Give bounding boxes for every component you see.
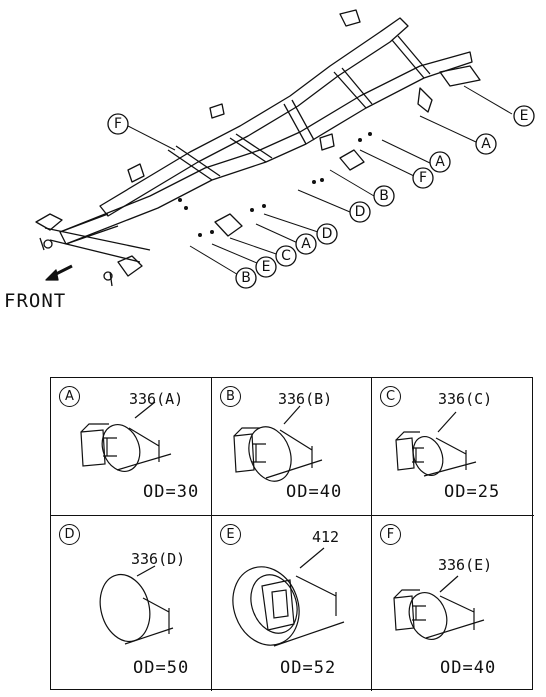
plug-od-value: OD=40: [286, 482, 343, 502]
plug-letter: C: [380, 386, 401, 407]
cross-member-mid-1: [167, 145, 221, 181]
front-arrow-head: [45, 269, 59, 281]
callout-circle: [513, 105, 535, 127]
frame-hole-dots: [178, 132, 372, 237]
callout-circle: [235, 267, 257, 289]
plug-od-value: OD=52: [280, 658, 337, 678]
callout-letter: A: [481, 136, 491, 152]
plug-letter: D: [59, 524, 80, 545]
plug-part-number: 336(A): [129, 390, 184, 408]
plug-cell-d: D 336(D) OD=50: [51, 516, 212, 691]
plug-letter: A: [59, 386, 80, 407]
plug-cell-f: F 336(E) OD=40: [372, 516, 534, 691]
grommet-plug-icon: [80, 401, 172, 472]
cross-member-mid-3: [283, 99, 315, 145]
cross-member-rear-2: [391, 35, 431, 79]
disc-plug-icon: [99, 565, 174, 645]
plug-detail-table: A 336(A) OD=30 B 336(B) OD=40 C: [50, 377, 534, 691]
callout-circle: [316, 223, 338, 245]
right-side-rail: [99, 17, 409, 217]
callout-circle: [373, 185, 395, 207]
cross-member-front: [44, 213, 151, 263]
plug-cell-b: B 336(B) OD=40: [212, 378, 372, 516]
callout-letter: B: [379, 188, 389, 204]
front-bumper-bracket: [35, 213, 143, 287]
callout-circle: [429, 151, 451, 173]
callout-circle: [475, 133, 497, 155]
left-side-rail: [59, 51, 473, 245]
callout-circle: [412, 167, 434, 189]
front-mount-hole: [43, 239, 53, 249]
callout-letter: F: [419, 170, 427, 186]
plug-cell-c: C 336(C) OD=25: [372, 378, 534, 516]
callout-letter: F: [114, 116, 122, 132]
plug-cell-a: A 336(A) OD=30: [51, 378, 212, 516]
plug-part-number: 336(D): [131, 550, 186, 568]
frame-callouts: [107, 105, 535, 289]
front-direction-label: FRONT: [4, 290, 67, 312]
plug-letter: E: [220, 524, 241, 545]
plug-od-value: OD=25: [444, 482, 501, 502]
callout-letter: C: [281, 248, 291, 264]
grommet-plug-icon: [233, 405, 323, 482]
callout-circle: [295, 233, 317, 255]
callout-letter: D: [322, 226, 333, 242]
plug-cell-e: E 412 OD=52: [212, 516, 372, 691]
callout-circle: [349, 201, 371, 223]
plug-letter: B: [220, 386, 241, 407]
plug-part-number: 412: [312, 528, 340, 546]
plug-od-value: OD=30: [143, 482, 200, 502]
cross-member-mid-2: [229, 133, 273, 163]
callout-circle: [107, 113, 129, 135]
callout-letter: A: [301, 236, 311, 252]
plug-letter: F: [380, 524, 401, 545]
body-mount-bracket: [127, 103, 365, 237]
callout-letter: E: [520, 108, 529, 124]
callout-letter: B: [241, 270, 251, 286]
plug-part-number: 336(E): [438, 556, 493, 574]
plug-od-value: OD=40: [440, 658, 497, 678]
front-mount-hole: [103, 271, 113, 281]
plug-part-number: 336(C): [438, 390, 493, 408]
grommet-plug-icon: [393, 575, 485, 640]
rear-bracket: [339, 9, 481, 113]
callout-circle: [255, 256, 277, 278]
grommet-plug-icon: [395, 411, 477, 477]
callout-circle: [275, 245, 297, 267]
plug-od-value: OD=50: [133, 658, 190, 678]
callout-letter: A: [435, 154, 445, 170]
callout-letter: E: [262, 259, 271, 275]
chassis-frame-illustration: F E A A F B D D A C E B: [35, 9, 535, 289]
plug-part-number: 336(B): [278, 390, 333, 408]
callout-letter: D: [355, 204, 366, 220]
cross-member-rear-1: [333, 67, 373, 109]
callout-leader-lines: [127, 85, 513, 277]
cap-plug-icon: [232, 547, 345, 647]
